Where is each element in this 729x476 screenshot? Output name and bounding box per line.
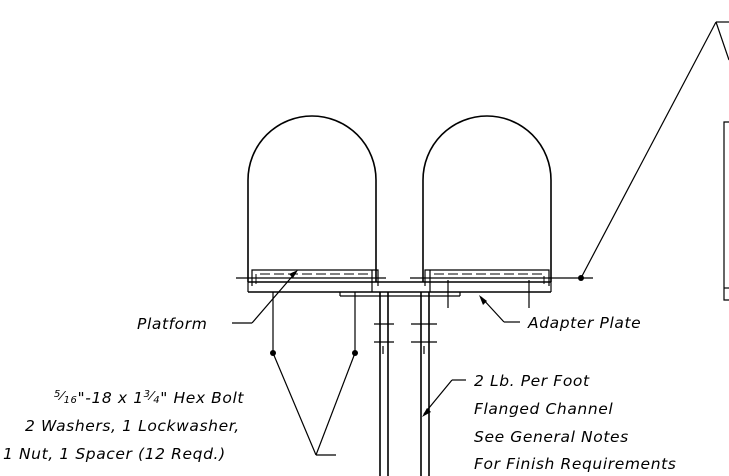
channel-callout-text: 2 Lb. Per Foot Flanged Channel See Gener… bbox=[474, 372, 676, 473]
channel-line3: See General Notes bbox=[474, 428, 629, 446]
left-signal-housing bbox=[247, 115, 377, 282]
channel-line2: Flanged Channel bbox=[474, 400, 613, 418]
channel-leader bbox=[422, 379, 466, 417]
bolt-frac2-sep: ⁄ bbox=[147, 389, 157, 403]
bolt-line2: 2 Washers, 1 Lockwasher, bbox=[25, 417, 240, 435]
bolt-frac1-num: 5 bbox=[54, 389, 61, 400]
bolt-mid: "-18 x 1 bbox=[78, 389, 144, 407]
adapter-plate bbox=[339, 292, 461, 297]
svg-text:5⁄16"-18 x 13⁄4" Hex Bolt: 5⁄16"-18 x 13⁄4" Hex Bolt bbox=[54, 389, 244, 407]
detail-callout bbox=[578, 21, 729, 301]
platform-leader bbox=[232, 270, 298, 324]
flanged-channel bbox=[379, 292, 430, 476]
bolt-frac2-num: 3 bbox=[144, 389, 151, 400]
bolt-leaders bbox=[270, 292, 358, 456]
channel-line4: For Finish Requirements bbox=[474, 455, 676, 473]
bolt-frac1-den: 16 bbox=[64, 395, 78, 406]
right-signal-housing bbox=[422, 115, 552, 282]
bolt-callout-text: 5⁄16"-18 x 13⁄4" Hex Bolt 2 Washers, 1 L… bbox=[3, 389, 244, 463]
adapter-plate-leader bbox=[479, 295, 520, 323]
right-inner-bracket bbox=[424, 269, 550, 308]
bolt-frac1-sep: ⁄ bbox=[57, 389, 67, 403]
left-inner-bracket bbox=[251, 269, 379, 292]
bolt-line3: 1 Nut, 1 Spacer (12 Reqd.) bbox=[3, 445, 226, 463]
adapter-plate-label: Adapter Plate bbox=[527, 314, 641, 332]
bolt-end: " Hex Bolt bbox=[160, 389, 244, 407]
bolt-frac2-den: 4 bbox=[153, 395, 160, 406]
platform-label: Platform bbox=[137, 315, 207, 333]
bolt-spacers bbox=[374, 323, 437, 354]
channel-line1: 2 Lb. Per Foot bbox=[474, 372, 590, 390]
